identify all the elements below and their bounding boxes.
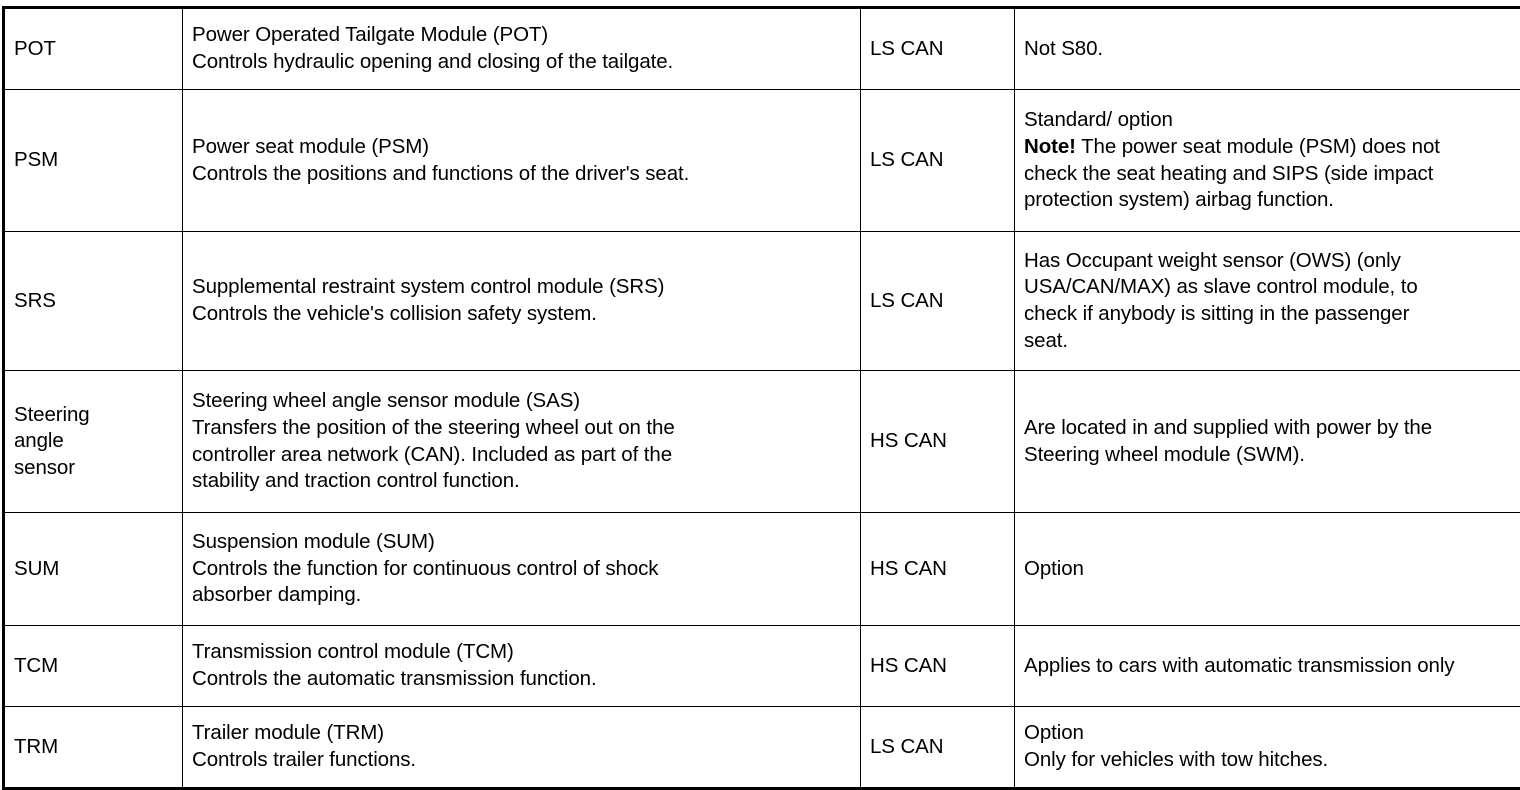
table-body: POT Power Operated Tailgate Module (POT)… (4, 8, 1520, 789)
network-type-cell: LS CAN (861, 8, 1015, 90)
description-line: Controls hydraulic opening and closing o… (192, 49, 852, 76)
comment-line: seat. (1024, 328, 1520, 355)
module-code-cell: TRM (4, 707, 183, 789)
module-description-cell: Suspension module (SUM) Controls the fun… (183, 513, 861, 626)
description-line: Trailer module (TRM) (192, 720, 852, 747)
comment-line: Option (1024, 556, 1520, 583)
module-description-cell: Power Operated Tailgate Module (POT) Con… (183, 8, 861, 90)
description-line: Power seat module (PSM) (192, 134, 852, 161)
module-code-line: sensor (14, 455, 174, 482)
description-line: Transfers the position of the steering w… (192, 415, 852, 442)
comment-line: Option (1024, 720, 1520, 747)
description-line: Suspension module (SUM) (192, 529, 852, 556)
comment-cell: Option (1015, 513, 1520, 626)
comment-cell: Has Occupant weight sensor (OWS) (only U… (1015, 232, 1520, 371)
comment-line: Are located in and supplied with power b… (1024, 415, 1520, 442)
description-line: Controls trailer functions. (192, 747, 852, 774)
comment-line: Steering wheel module (SWM). (1024, 442, 1520, 469)
description-line: Controls the automatic transmission func… (192, 666, 852, 693)
comment-line: Applies to cars with automatic transmiss… (1024, 653, 1520, 680)
description-lines: Trailer module (TRM) Controls trailer fu… (192, 720, 852, 773)
module-description-cell: Power seat module (PSM) Controls the pos… (183, 90, 861, 232)
control-module-table: POT Power Operated Tailgate Module (POT)… (2, 6, 1520, 790)
document-page: POT Power Operated Tailgate Module (POT)… (0, 0, 1520, 730)
comment-lines: Option Only for vehicles with tow hitche… (1024, 720, 1520, 773)
comment-lines: Applies to cars with automatic transmiss… (1024, 653, 1520, 680)
table-row: TCM Transmission control module (TCM) Co… (4, 626, 1520, 707)
table-row: SRS Supplemental restraint system contro… (4, 232, 1520, 371)
network-type-cell: HS CAN (861, 371, 1015, 513)
module-code-line: Steering (14, 402, 174, 429)
comment-lines: Not S80. (1024, 36, 1520, 63)
table-row: POT Power Operated Tailgate Module (POT)… (4, 8, 1520, 90)
description-line: Steering wheel angle sensor module (SAS) (192, 388, 852, 415)
description-lines: Supplemental restraint system control mo… (192, 274, 852, 327)
network-type-cell: HS CAN (861, 626, 1015, 707)
comment-line: Not S80. (1024, 36, 1520, 63)
description-line: Controls the function for continuous con… (192, 556, 852, 583)
comment-line-with-note: Note! The power seat module (PSM) does n… (1024, 134, 1520, 161)
description-line: Controls the vehicle's collision safety … (192, 301, 852, 328)
description-line: absorber damping. (192, 582, 852, 609)
description-lines: Power seat module (PSM) Controls the pos… (192, 134, 852, 187)
table-row: PSM Power seat module (PSM) Controls the… (4, 90, 1520, 232)
comment-cell: Standard/ option Note! The power seat mo… (1015, 90, 1520, 232)
module-code-cell: PSM (4, 90, 183, 232)
comment-line-text: The power seat module (PSM) does not (1076, 135, 1440, 158)
description-line: Transmission control module (TCM) (192, 639, 852, 666)
comment-line: USA/CAN/MAX) as slave control module, to (1024, 274, 1520, 301)
description-line: Supplemental restraint system control mo… (192, 274, 852, 301)
comment-line: Standard/ option (1024, 107, 1520, 134)
table-row: SUM Suspension module (SUM) Controls the… (4, 513, 1520, 626)
description-line: stability and traction control function. (192, 468, 852, 495)
module-code-cell: SUM (4, 513, 183, 626)
module-code-cell: SRS (4, 232, 183, 371)
module-code-cell: Steering angle sensor (4, 371, 183, 513)
comment-cell: Applies to cars with automatic transmiss… (1015, 626, 1520, 707)
comment-lines: Are located in and supplied with power b… (1024, 415, 1520, 468)
description-lines: Steering wheel angle sensor module (SAS)… (192, 388, 852, 495)
description-lines: Transmission control module (TCM) Contro… (192, 639, 852, 692)
comment-line: Has Occupant weight sensor (OWS) (only (1024, 248, 1520, 275)
network-type-cell: LS CAN (861, 90, 1015, 232)
comment-line: Only for vehicles with tow hitches. (1024, 747, 1520, 774)
module-description-cell: Supplemental restraint system control mo… (183, 232, 861, 371)
comment-cell: Option Only for vehicles with tow hitche… (1015, 707, 1520, 789)
network-type-cell: LS CAN (861, 232, 1015, 371)
description-line: Power Operated Tailgate Module (POT) (192, 22, 852, 49)
module-code-line: angle (14, 428, 174, 455)
module-description-cell: Transmission control module (TCM) Contro… (183, 626, 861, 707)
comment-lines: Standard/ option Note! The power seat mo… (1024, 107, 1520, 214)
table-row: Steering angle sensor Steering wheel ang… (4, 371, 1520, 513)
comment-cell: Are located in and supplied with power b… (1015, 371, 1520, 513)
comment-line: check if anybody is sitting in the passe… (1024, 301, 1520, 328)
network-type-cell: LS CAN (861, 707, 1015, 789)
module-code-cell: TCM (4, 626, 183, 707)
module-description-cell: Trailer module (TRM) Controls trailer fu… (183, 707, 861, 789)
module-code-cell: POT (4, 8, 183, 90)
table-row: TRM Trailer module (TRM) Controls traile… (4, 707, 1520, 789)
description-line: Controls the positions and functions of … (192, 161, 852, 188)
comment-line: protection system) airbag function. (1024, 187, 1520, 214)
comment-lines: Has Occupant weight sensor (OWS) (only U… (1024, 248, 1520, 355)
comment-line: check the seat heating and SIPS (side im… (1024, 161, 1520, 188)
description-lines: Power Operated Tailgate Module (POT) Con… (192, 22, 852, 75)
module-description-cell: Steering wheel angle sensor module (SAS)… (183, 371, 861, 513)
description-lines: Suspension module (SUM) Controls the fun… (192, 529, 852, 609)
note-label: Note! (1024, 135, 1076, 158)
comment-lines: Option (1024, 556, 1520, 583)
module-code-lines: Steering angle sensor (14, 402, 174, 482)
description-line: controller area network (CAN). Included … (192, 442, 852, 469)
comment-cell: Not S80. (1015, 8, 1520, 90)
network-type-cell: HS CAN (861, 513, 1015, 626)
